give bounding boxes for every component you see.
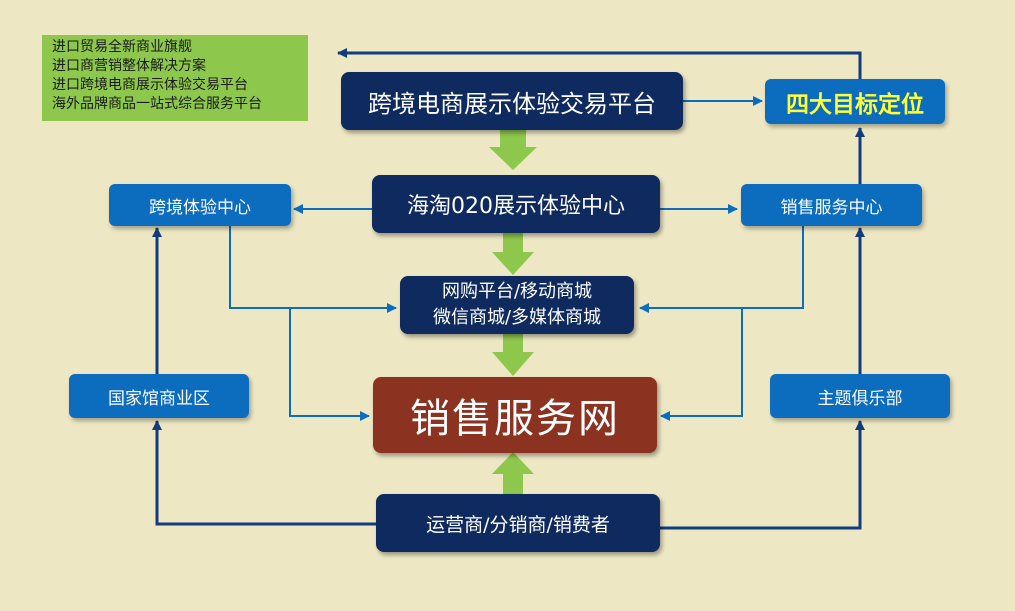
national-pavilion-label: 国家馆商业区 <box>108 388 210 409</box>
arrow-operators-right <box>660 420 865 530</box>
green-arrow-4 <box>492 452 534 494</box>
green-arrow-1 <box>489 130 537 170</box>
online-channels-node: 网购平台/移动商城 微信商城/多媒体商城 <box>400 276 634 334</box>
loop-arrow-top <box>337 48 862 86</box>
sales-service-center-node: 销售服务中心 <box>741 184 922 226</box>
note-line: 海外品牌商品一站式综合服务平台 <box>52 96 262 112</box>
arrow-operators-left <box>152 420 376 526</box>
note-line: 进口贸易全新商业旗舰 <box>52 39 192 55</box>
crossborder-center-node: 跨境体验中心 <box>109 184 291 226</box>
goals-label: 四大目标定位 <box>786 91 924 118</box>
green-arrow-3 <box>492 333 534 376</box>
green-arrow-2 <box>492 232 534 275</box>
theme-club-label: 主题俱乐部 <box>817 388 903 409</box>
sales-network-label: 销售服务网 <box>410 396 620 442</box>
platform-label: 跨境电商展示体验交易平台 <box>368 89 656 118</box>
theme-club-node: 主题俱乐部 <box>770 374 950 418</box>
operators-label: 运营商/分销商/销费者 <box>426 513 610 536</box>
summary-note: 进口贸易全新商业旗舰 进口商营销整体解决方案 进口跨境电商展示体验交易平台 海外… <box>42 35 308 121</box>
arrow-right-to-online <box>639 226 804 313</box>
online-line-1: 网购平台/移动商城 <box>441 281 593 302</box>
note-line: 进口商营销整体解决方案 <box>52 58 206 74</box>
o2o-center-node: 海淘020展示体验中心 <box>372 175 660 233</box>
arrow-left-to-online <box>229 226 397 313</box>
sales-network-node: 销售服务网 <box>373 377 657 453</box>
sales-service-center-label: 销售服务中心 <box>780 197 883 218</box>
o2o-center-label: 海淘020展示体验中心 <box>407 194 625 219</box>
platform-node: 跨境电商展示体验交易平台 <box>341 72 683 130</box>
operators-node: 运营商/分销商/销费者 <box>376 494 660 552</box>
arrow-left-to-network <box>289 308 370 421</box>
note-line: 进口跨境电商展示体验交易平台 <box>52 77 248 93</box>
goals-node: 四大目标定位 <box>765 79 945 124</box>
arrow-right-to-network <box>660 308 743 421</box>
online-line-2: 微信商城/多媒体商城 <box>432 307 602 328</box>
national-pavilion-node: 国家馆商业区 <box>69 374 249 418</box>
crossborder-center-label: 跨境体验中心 <box>149 197 251 218</box>
